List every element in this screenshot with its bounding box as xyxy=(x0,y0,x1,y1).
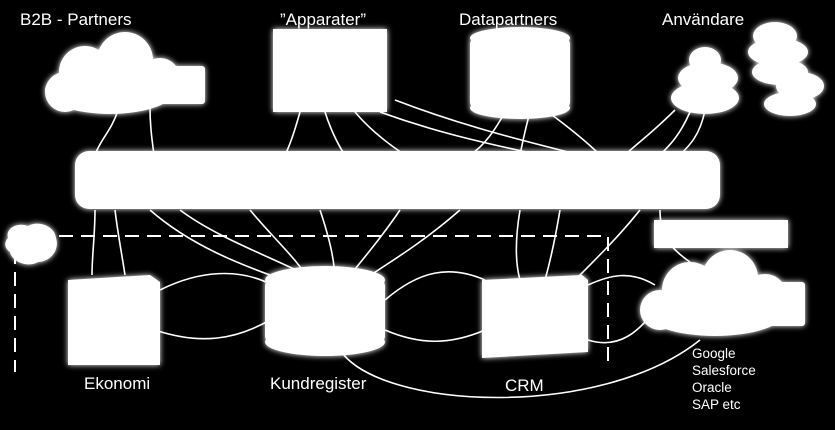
cloud-services-icon xyxy=(640,250,805,336)
users-group-icon xyxy=(671,22,824,116)
external-blob-icon xyxy=(5,223,57,265)
connection-lines xyxy=(91,99,706,399)
crm-server-rack-icon xyxy=(482,275,588,358)
customer-registry-database-icon xyxy=(265,266,385,356)
devices-box xyxy=(273,29,387,112)
cloud-gateway-box xyxy=(654,220,788,248)
datapartners-database-icon xyxy=(470,27,570,119)
devices-label: ”Apparater” xyxy=(280,10,366,29)
crm-label: CRM xyxy=(505,376,544,395)
cloud-service-item: Oracle xyxy=(692,380,732,395)
cloud-service-item: Salesforce xyxy=(692,363,756,378)
datapartners-label: Datapartners xyxy=(459,10,558,29)
customer-registry-label: Kundregister xyxy=(270,374,367,393)
integration-bus xyxy=(75,151,720,209)
economy-server-icon xyxy=(68,275,160,365)
economy-label: Ekonomi xyxy=(84,374,151,393)
b2b-cloud-icon xyxy=(45,32,205,114)
cloud-services-list: Google Salesforce Oracle SAP etc xyxy=(692,345,756,413)
b2b-partners-label: B2B - Partners xyxy=(20,10,132,29)
boundary-dashed xyxy=(14,235,609,372)
users-label: Användare xyxy=(662,10,745,29)
cloud-service-item: SAP etc xyxy=(692,397,741,412)
cloud-service-item: Google xyxy=(692,346,736,361)
